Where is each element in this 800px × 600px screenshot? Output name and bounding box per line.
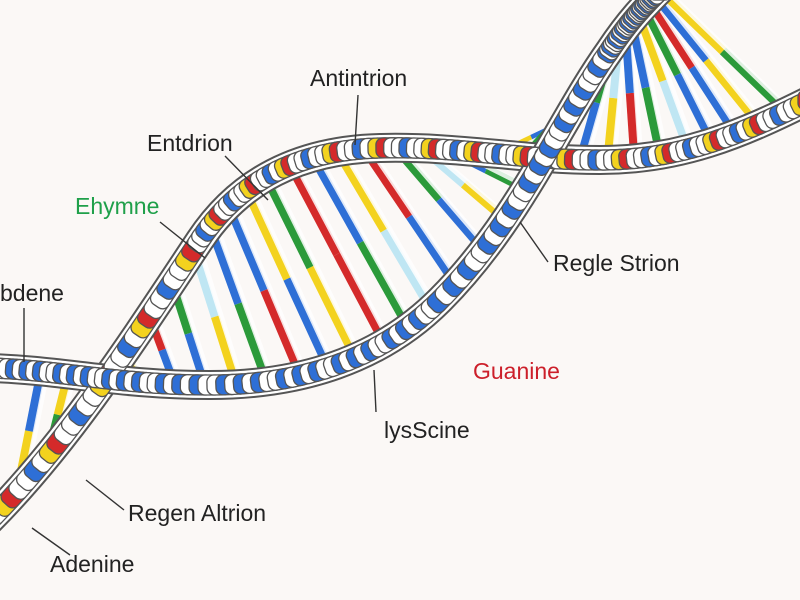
leader-line — [519, 221, 549, 263]
base-pair-gap — [317, 156, 417, 329]
base-pair-half — [262, 175, 315, 270]
base-pair-half — [283, 276, 333, 370]
leader-line — [31, 527, 71, 556]
label-regle-strion: Regle Strion — [553, 250, 680, 276]
base-pair-half — [309, 155, 365, 245]
base-pair-gap — [647, 5, 721, 144]
backbone-strands — [0, 0, 800, 534]
label-entdrion: Entdrion — [147, 130, 233, 156]
base-pair-gap — [197, 248, 246, 385]
base-pair-half — [260, 288, 305, 378]
base-pair-gap — [368, 147, 464, 286]
base-pair-gap — [294, 164, 393, 344]
base-pair-gap — [232, 204, 309, 377]
label-ehymne: Ehymne — [75, 193, 160, 219]
label-regen-altrion: Regen Altrion — [128, 500, 267, 526]
base-pair-gap — [653, 0, 744, 136]
label-adenine: Adenine — [50, 551, 135, 577]
leader-line — [85, 479, 125, 511]
base-pair-half — [286, 163, 342, 257]
base-pair-half — [356, 240, 413, 330]
base-pair-gap — [672, 0, 794, 114]
label-bdene: bdene — [0, 280, 64, 306]
label-lysscine: lysScine — [384, 417, 470, 443]
leader-line — [354, 94, 359, 146]
label-antintron: Antintrion — [310, 65, 408, 91]
base-pair-half — [306, 265, 360, 360]
base-pair-half — [333, 251, 389, 345]
label-leader-lines — [23, 94, 549, 556]
base-pair-gap — [635, 19, 669, 156]
base-pair-gap — [341, 150, 440, 311]
base-pair-gap — [269, 175, 364, 359]
base-pair-half — [242, 188, 292, 281]
base-pair-gap — [214, 224, 276, 383]
base-pair-gap — [661, 0, 767, 126]
base-pair-gap — [175, 280, 214, 386]
leader-line — [224, 155, 269, 201]
label-guanine: Guanine — [473, 358, 560, 384]
base-pair-gap — [399, 146, 492, 252]
base-pair-gap — [250, 188, 337, 369]
base-pair-gap — [642, 11, 697, 150]
leader-line — [159, 221, 206, 259]
leader-line — [373, 369, 377, 413]
base-pair-gap — [629, 27, 644, 159]
